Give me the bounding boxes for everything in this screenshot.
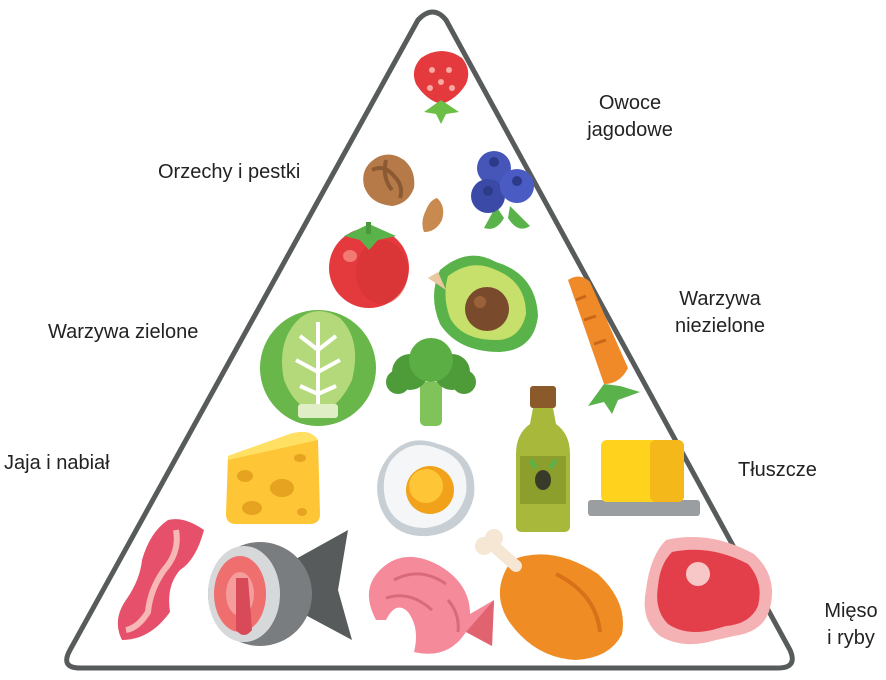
strawberry-icon xyxy=(414,51,468,124)
walnut-icon xyxy=(363,154,414,206)
olive-oil-icon xyxy=(516,386,570,532)
label-green-veg: Warzywa zielone xyxy=(48,319,198,346)
avocado-icon xyxy=(428,256,538,352)
label-line: i ryby xyxy=(818,625,884,652)
label-line: Jaja i nabiał xyxy=(4,450,110,477)
label-line: Warzywa zielone xyxy=(48,319,198,346)
label-line: Owoce xyxy=(570,90,690,117)
chicken-leg-icon xyxy=(475,529,623,660)
steak-icon xyxy=(645,537,772,644)
tomato-icon xyxy=(329,222,409,308)
label-berries: Owoce jagodowe xyxy=(570,90,690,144)
cabbage-icon xyxy=(260,310,376,426)
cheese-icon xyxy=(226,432,320,524)
carrot-icon xyxy=(568,276,640,414)
label-eggs-dairy: Jaja i nabiał xyxy=(4,450,110,477)
shrimp-icon xyxy=(369,557,494,654)
label-line: Mięso xyxy=(818,598,884,625)
label-line: jagodowe xyxy=(570,117,690,144)
label-line: Tłuszcze xyxy=(738,457,817,484)
butter-icon xyxy=(588,440,700,516)
almond-icon xyxy=(422,198,443,232)
label-line: Warzywa xyxy=(660,286,780,313)
broccoli-icon xyxy=(386,338,476,426)
label-non-green-veg: Warzywa niezielone xyxy=(660,286,780,340)
label-line: niezielone xyxy=(660,313,780,340)
label-fats: Tłuszcze xyxy=(738,457,817,484)
label-nuts: Orzechy i pestki xyxy=(158,159,300,186)
label-line: Orzechy i pestki xyxy=(158,159,300,186)
label-meat-fish: Mięso i ryby xyxy=(818,598,884,652)
fish-icon xyxy=(208,530,352,646)
fried-egg-icon xyxy=(377,440,474,536)
